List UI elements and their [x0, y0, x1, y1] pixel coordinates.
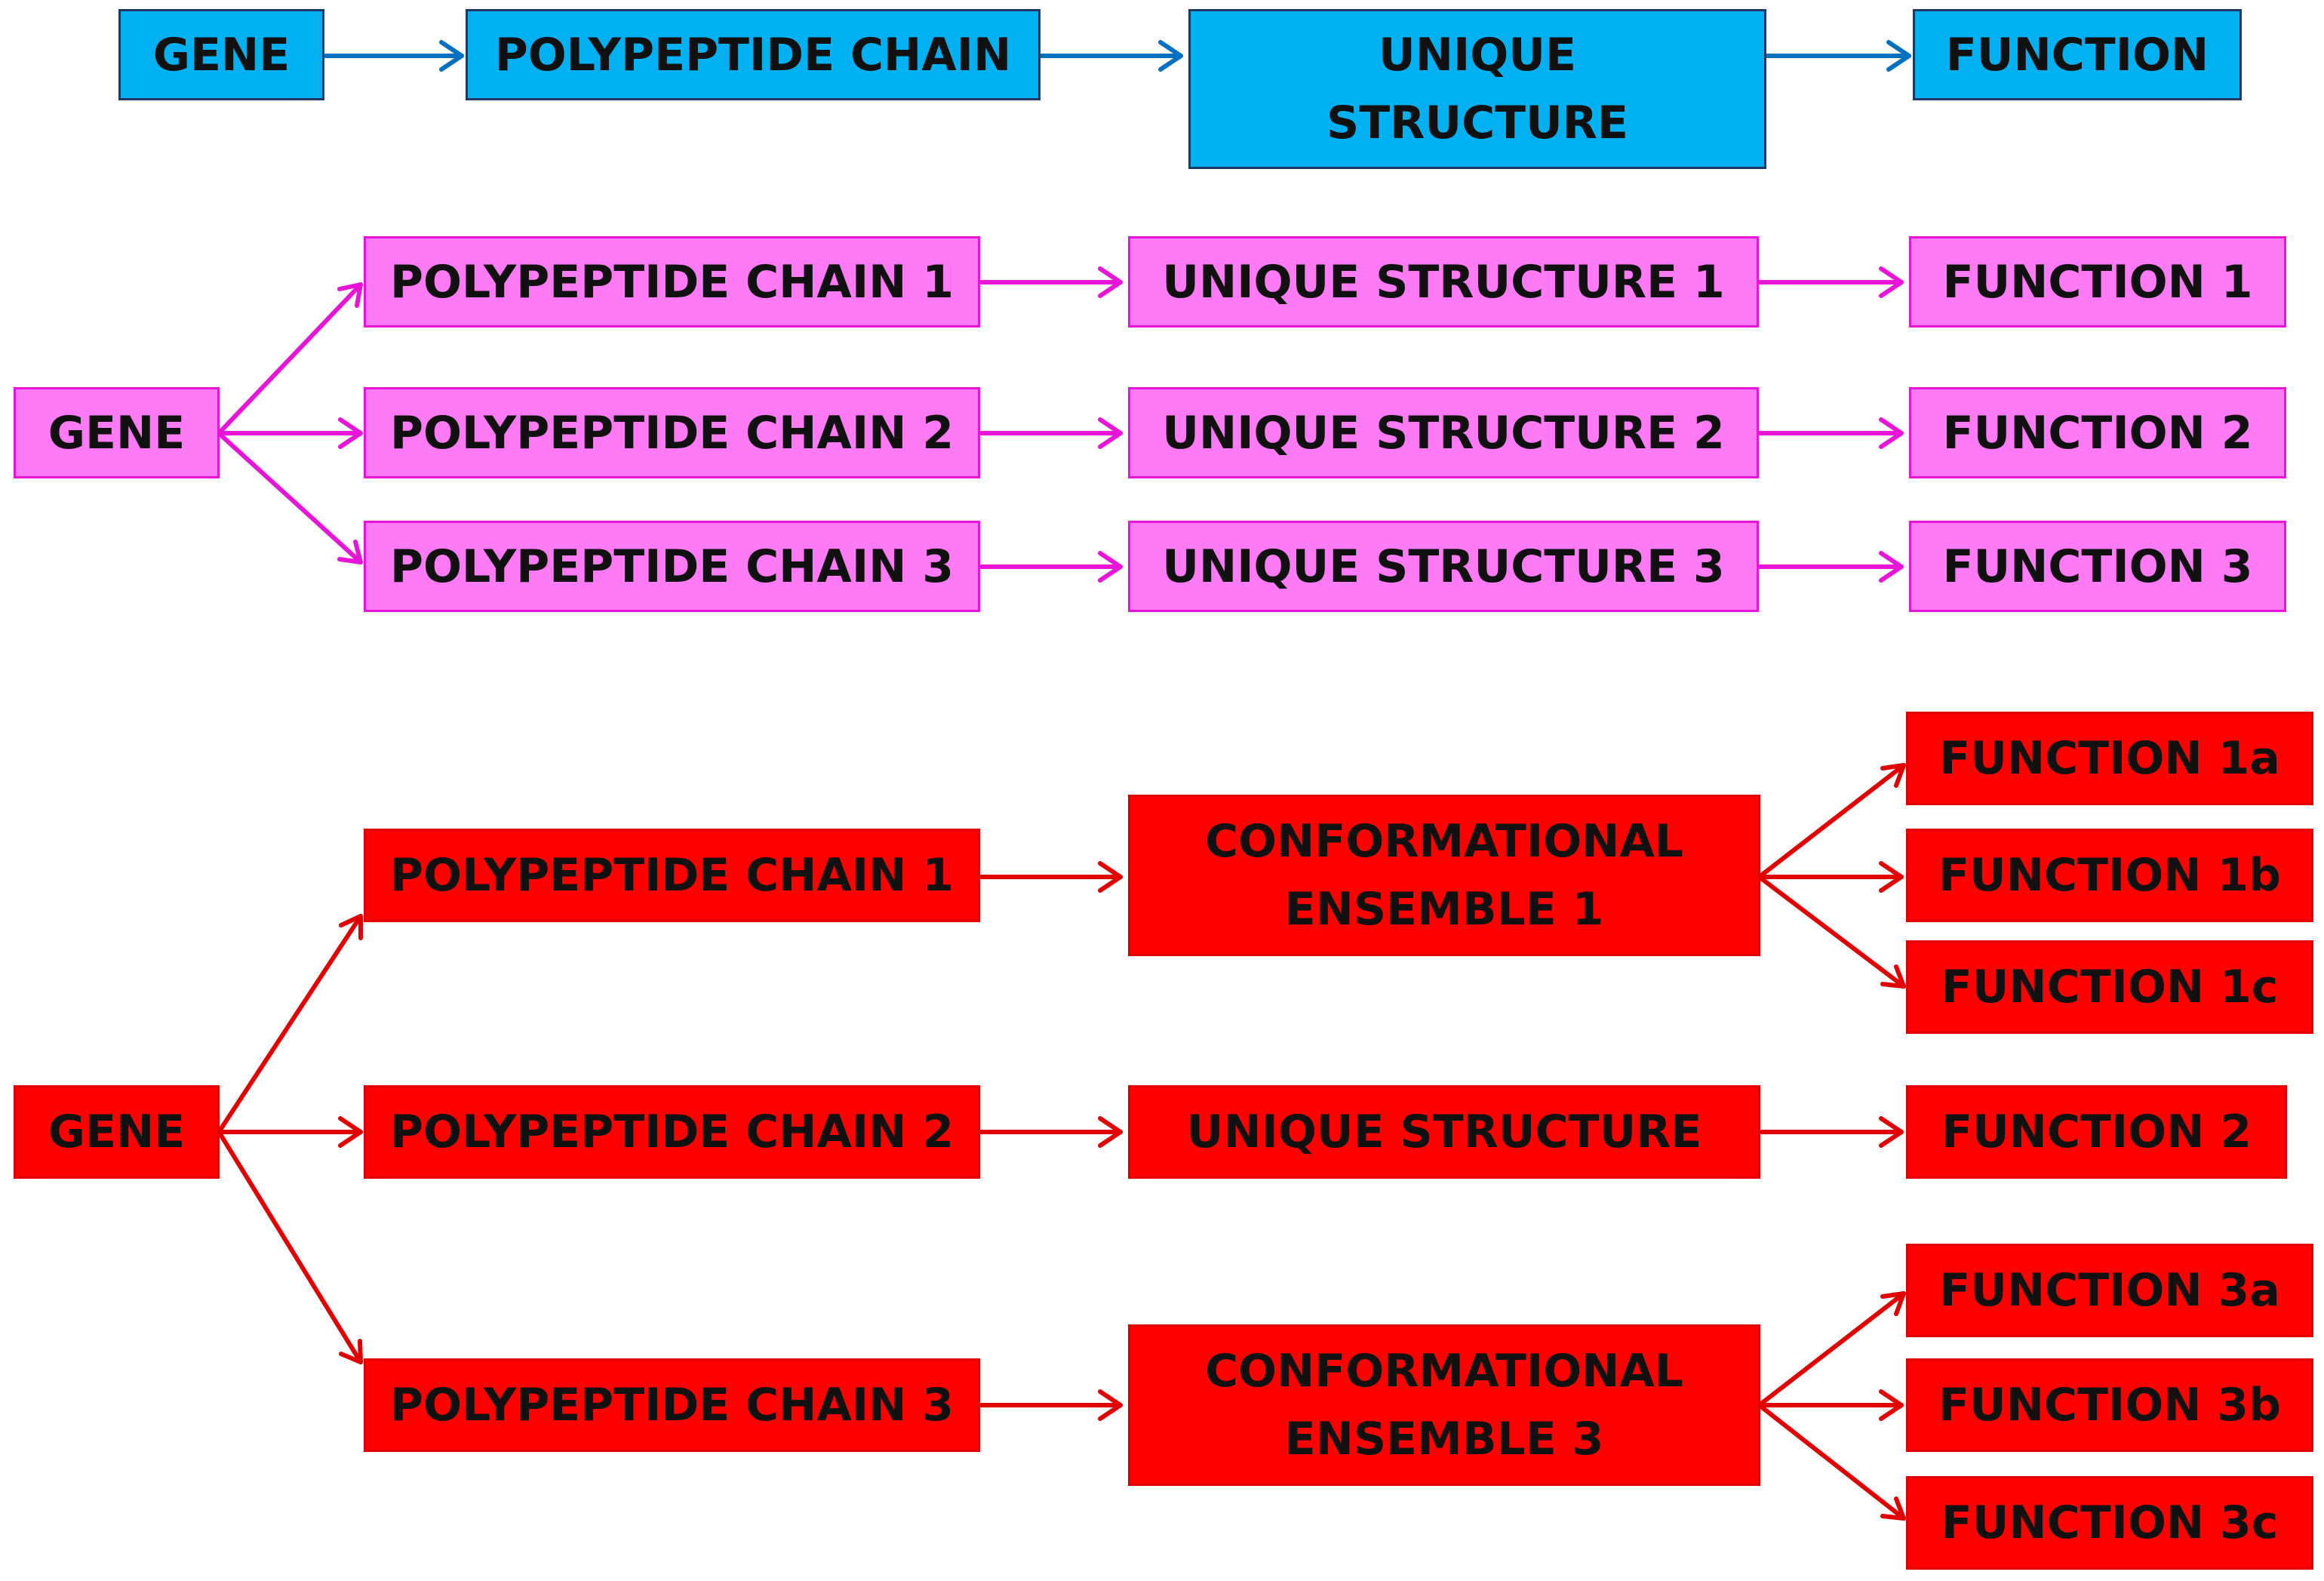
arrowhead [1880, 1291, 1906, 1316]
row3-function3b-box: FUNCTION 3b [1906, 1358, 2313, 1452]
arrow-gene-to-chain3 [218, 432, 363, 564]
arrowhead [1098, 417, 1123, 449]
arrowhead [1880, 763, 1906, 788]
arrowhead [1880, 1496, 1906, 1521]
row3-chain3-label: POLYPEPTIDE CHAIN 3 [389, 1379, 954, 1432]
row3-function1c-box: FUNCTION 1c [1906, 940, 2313, 1034]
arrow-ensemble3-to-function3c [1759, 1404, 1906, 1521]
row2-function3-box: FUNCTION 3 [1909, 521, 2286, 612]
arrowhead [1879, 417, 1904, 449]
row2-arrows [218, 266, 1904, 583]
arrow-ensemble1-to-function1a [1759, 763, 1906, 878]
row2-structure1-label: UNIQUE STRUCTURE 1 [1162, 255, 1725, 309]
row2-structure3-label: UNIQUE STRUCTURE 3 [1162, 540, 1725, 593]
row3-gene-label: GENE [48, 1106, 186, 1158]
row2-chain2-label: POLYPEPTIDE CHAIN 2 [389, 406, 954, 460]
arrow-ensemble1-to-function1c [1759, 876, 1906, 989]
arrowhead [1098, 551, 1123, 583]
row3-function1c-label: FUNCTION 1c [1941, 961, 2279, 1014]
arrowhead [1879, 551, 1904, 583]
arrowhead [1879, 266, 1904, 298]
row2-structure2-box: UNIQUE STRUCTURE 2 [1128, 387, 1759, 478]
arrow-gene-to-chain3 [218, 1132, 363, 1364]
row3-function1b-box: FUNCTION 1b [1906, 829, 2313, 922]
arrowhead [337, 540, 363, 564]
arrowhead [1098, 1116, 1123, 1148]
row1-function-label: FUNCTION [1945, 28, 2209, 82]
row3-ensemble1-label: CONFORMATIONAL ENSEMBLE 1 [1204, 815, 1684, 936]
row2-function3-label: FUNCTION 3 [1942, 540, 2253, 593]
row1-chain-box: POLYPEPTIDE CHAIN [466, 9, 1041, 100]
arrowhead [339, 1339, 363, 1364]
row2-function2-box: FUNCTION 2 [1909, 387, 2286, 478]
row3-gene-box: GENE [14, 1085, 220, 1179]
row3-function2-label: FUNCTION 2 [1941, 1106, 2252, 1158]
row1-gene-label: GENE [152, 28, 290, 82]
arrowhead [1886, 40, 1911, 72]
row3-function1a-label: FUNCTION 1a [1939, 732, 2280, 785]
row2-structure3-box: UNIQUE STRUCTURE 3 [1128, 521, 1759, 612]
row2-chain2-box: POLYPEPTIDE CHAIN 2 [364, 387, 980, 478]
row1-function-box: FUNCTION [1913, 9, 2242, 100]
row2-function1-box: FUNCTION 1 [1909, 236, 2286, 328]
row3-chain1-box: POLYPEPTIDE CHAIN 1 [364, 829, 980, 922]
arrowhead [1098, 1389, 1123, 1421]
row3-function3b-label: FUNCTION 3b [1938, 1379, 2281, 1432]
row3-chain1-label: POLYPEPTIDE CHAIN 1 [389, 849, 954, 902]
row3-function2-box: FUNCTION 2 [1906, 1085, 2287, 1179]
arrowhead [338, 1116, 363, 1148]
row3-function3a-box: FUNCTION 3a [1906, 1244, 2313, 1337]
row1-gene-box: GENE [118, 9, 324, 100]
row3-structure-label: UNIQUE STRUCTURE [1186, 1106, 1702, 1158]
row3-ensemble3-label: CONFORMATIONAL ENSEMBLE 3 [1204, 1345, 1684, 1466]
arrowhead [1879, 1116, 1904, 1148]
arrowhead [1098, 861, 1123, 893]
row3-ensemble1-box: CONFORMATIONAL ENSEMBLE 1 [1128, 795, 1760, 956]
row3-function1a-box: FUNCTION 1a [1906, 712, 2313, 805]
row2-chain3-label: POLYPEPTIDE CHAIN 3 [389, 540, 954, 593]
arrowhead [338, 417, 363, 449]
arrow-ensemble3-to-function3a [1759, 1291, 1906, 1406]
row1-structure-label: UNIQUE STRUCTURE [1326, 29, 1628, 149]
row3-function3c-label: FUNCTION 3c [1941, 1496, 2279, 1549]
arrowhead [337, 282, 363, 308]
row2-structure1-box: UNIQUE STRUCTURE 1 [1128, 236, 1759, 328]
row2-function2-label: FUNCTION 2 [1942, 406, 2253, 460]
row2-chain3-box: POLYPEPTIDE CHAIN 3 [364, 521, 980, 612]
row3-chain2-label: POLYPEPTIDE CHAIN 2 [389, 1106, 954, 1158]
arrowhead [1158, 40, 1183, 72]
arrowhead [1879, 861, 1904, 893]
row3-function3c-box: FUNCTION 3c [1906, 1476, 2313, 1570]
row1-chain-label: POLYPEPTIDE CHAIN [494, 28, 1012, 82]
row3-function3a-label: FUNCTION 3a [1939, 1264, 2280, 1317]
row2-function1-label: FUNCTION 1 [1942, 255, 2253, 309]
arrowhead [339, 914, 363, 940]
arrowhead [1098, 266, 1123, 298]
arrow-gene-to-chain1 [218, 914, 363, 1132]
row3-structure-box: UNIQUE STRUCTURE [1128, 1085, 1760, 1179]
row2-gene-label: GENE [48, 406, 186, 460]
arrowhead [439, 40, 464, 72]
row3-function1b-label: FUNCTION 1b [1938, 849, 2281, 902]
row3-ensemble3-box: CONFORMATIONAL ENSEMBLE 3 [1128, 1324, 1760, 1486]
row2-gene-box: GENE [14, 387, 220, 478]
row3-chain3-box: POLYPEPTIDE CHAIN 3 [364, 1358, 980, 1452]
row3-arrows [218, 763, 1906, 1521]
row2-chain1-box: POLYPEPTIDE CHAIN 1 [364, 236, 980, 328]
row2-chain1-label: POLYPEPTIDE CHAIN 1 [389, 255, 954, 309]
arrow-gene-to-chain1 [218, 282, 363, 434]
row2-structure2-label: UNIQUE STRUCTURE 2 [1162, 406, 1725, 460]
row1-arrows [324, 40, 1911, 72]
row3-chain2-box: POLYPEPTIDE CHAIN 2 [364, 1085, 980, 1179]
row1-structure-box: UNIQUE STRUCTURE [1188, 9, 1766, 169]
arrowhead [1880, 964, 1906, 989]
arrowhead [1879, 1389, 1904, 1421]
